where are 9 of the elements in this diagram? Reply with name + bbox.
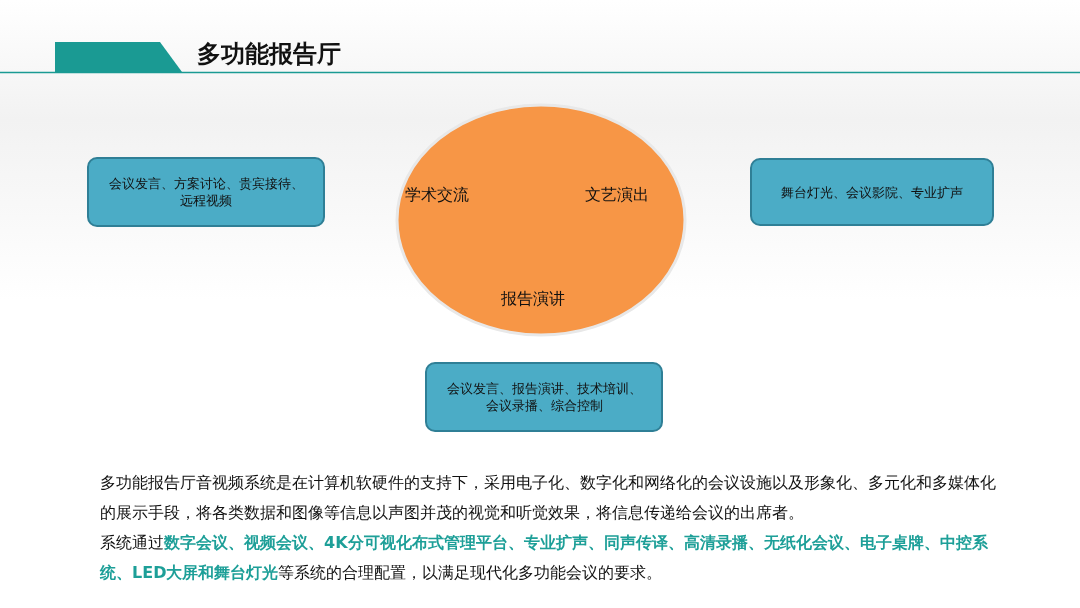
- info-box: 舞台灯光、会议影院、专业扩声: [750, 158, 994, 226]
- description-paragraph: 多功能报告厅音视频系统是在计算机软硬件的支持下，采用电子化、数字化和网络化的会议设施以及形象化、多元化和多媒体化的展示手段，将各类数据和图像等信息以声图并茂的视觉和听觉效果，将信息传递给会议的出席者。: [100, 472, 997, 524]
- info-box: 会议发言、方案讨论、贵宾接待、远程视频: [87, 157, 325, 227]
- description-paragraph: 系统通过数字会议、视频会议、4K分可视化布式管理平台、专业扩声、同声传译、高清录播、无纸化会议、电子桌牌、中控系统、LED大屏和舞台灯光等系统的合理配置，以满足现代化多功能会议的要求。: [100, 532, 989, 584]
- page-title: 多功能报告厅: [197, 39, 341, 70]
- info-box: 会议发言、报告演讲、技术培训、会议录播、综合控制: [425, 362, 663, 432]
- ellipse-text: 报告演讲: [501, 289, 565, 310]
- ellipse-text: 文艺演出: [585, 185, 649, 206]
- ellipse-text: 学术交流: [405, 185, 469, 206]
